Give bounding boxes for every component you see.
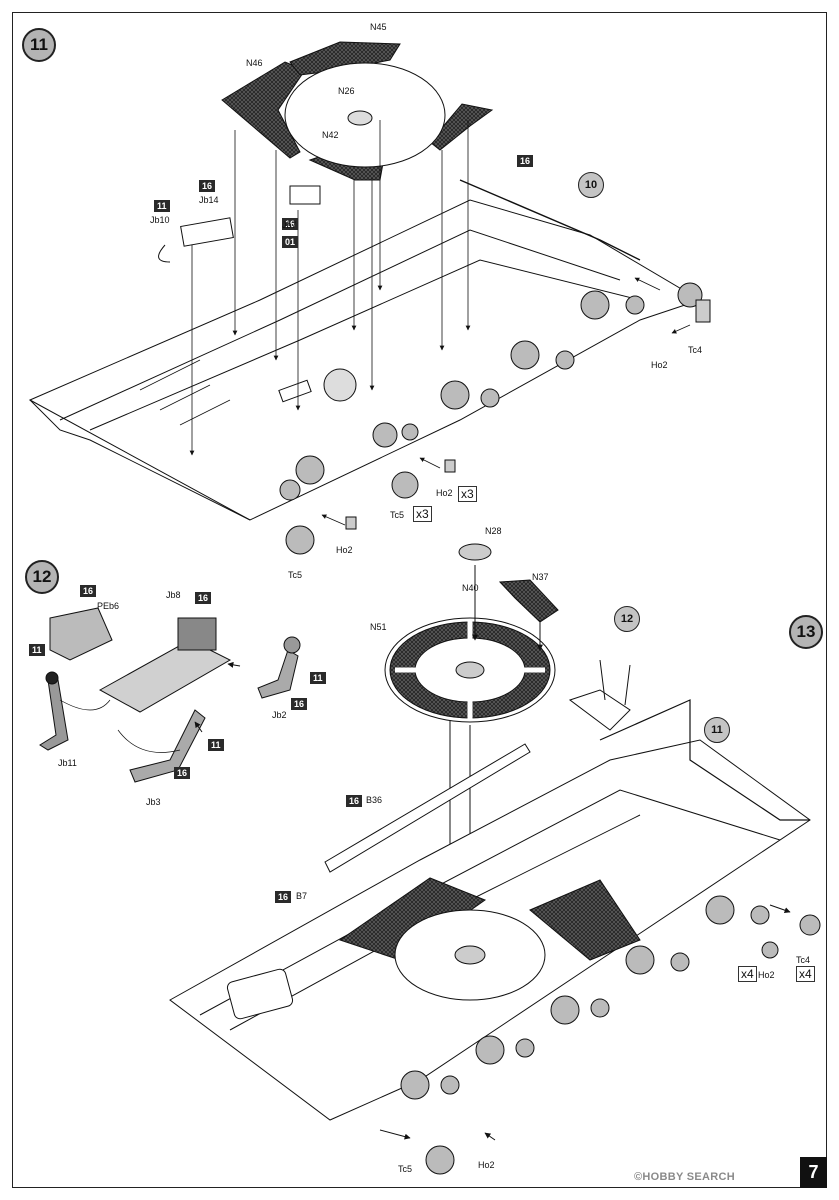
label-b36: B36: [366, 795, 383, 805]
watermark: ©HOBBY SEARCH: [634, 1171, 736, 1183]
jb3-lever: [129, 709, 206, 783]
step-ref-12: 12: [614, 606, 640, 632]
jb11-lever: [39, 679, 69, 751]
label-peb6: PEb6: [97, 601, 120, 611]
label-ho2: Ho2: [478, 1160, 495, 1170]
label-jb14: Jb14: [199, 195, 219, 205]
label-jb8: Jb8: [166, 590, 181, 600]
jb8-shaft: [98, 639, 232, 713]
label-n26: N26: [338, 86, 355, 96]
label-tc5: Tc5: [390, 510, 405, 520]
multiplier-x3: x3: [458, 486, 477, 502]
sprue-badge-16: 16: [275, 891, 292, 903]
step-number-11: 11: [22, 28, 56, 62]
label-b7: B7: [296, 891, 308, 901]
sprue-badge-16: 16: [195, 592, 212, 604]
jb8-block: [177, 617, 217, 651]
label-jb2: Jb2: [272, 710, 287, 720]
label-n40: N40: [462, 583, 479, 593]
label-jb3: Jb3: [146, 797, 161, 807]
sprue-badge-01: 01: [282, 236, 299, 248]
sprue-badge-16: 16: [346, 795, 363, 807]
label-n28: N28: [485, 526, 502, 536]
step-ref-10: 10: [578, 172, 604, 198]
sprue-badge-16: 16: [517, 155, 534, 167]
label-ho2: Ho2: [436, 488, 453, 498]
step-ref-11: 11: [704, 717, 730, 743]
label-n42: N42: [322, 130, 339, 140]
sprue-badge-16: 16: [291, 698, 308, 710]
label-ho2: Ho2: [758, 970, 775, 980]
label-jb10: Jb10: [150, 215, 170, 225]
step12-parts: [39, 607, 301, 783]
label-tc5: Tc5: [288, 570, 303, 580]
right-plate: [429, 103, 494, 151]
sprue-badge-11: 11: [29, 644, 45, 656]
label-n46: N46: [246, 58, 263, 68]
sprue-badge-16: 16: [174, 767, 191, 779]
label-jb7: Jb7: [282, 220, 297, 230]
label-jb11: Jb11: [58, 758, 77, 768]
multiplier-x3: x3: [413, 506, 432, 522]
page-number: 7: [800, 1157, 827, 1188]
sprue-badge-11: 11: [154, 200, 170, 212]
sprue-badge-16: 16: [199, 180, 216, 192]
label-n37: N37: [532, 572, 549, 582]
sprue-badge-11: 11: [310, 672, 326, 684]
sprue-badge-16: 16: [80, 585, 97, 597]
n28-disc: [458, 543, 492, 561]
label-tc4: Tc4: [796, 955, 811, 965]
n37-plate: [498, 579, 559, 623]
jb2-lever: [257, 649, 299, 699]
label-ho2: Ho2: [336, 545, 353, 555]
sprue-badge-11: 11: [208, 739, 224, 751]
label-n51: N51: [370, 622, 387, 632]
sprue-badge-16: 16: [282, 218, 299, 230]
page-frame: [12, 12, 827, 1188]
floor-mesh: [338, 877, 487, 961]
label-n45: N45: [370, 22, 387, 32]
multiplier-x4: x4: [738, 966, 757, 982]
step13-assembly: [169, 543, 821, 1175]
multiplier-x4: x4: [796, 966, 815, 982]
step11-hull: [28, 41, 711, 555]
n45-plate: [289, 41, 401, 76]
n46-plate: [221, 61, 306, 159]
b36-rail: [324, 743, 531, 873]
peb6-part: [49, 607, 113, 661]
step-number-12: 12: [25, 560, 59, 594]
label-tc5: Tc5: [398, 1164, 413, 1174]
label-tc4: Tc4: [688, 345, 703, 355]
step-number-13: 13: [789, 615, 823, 649]
label-ho2: Ho2: [651, 360, 668, 370]
